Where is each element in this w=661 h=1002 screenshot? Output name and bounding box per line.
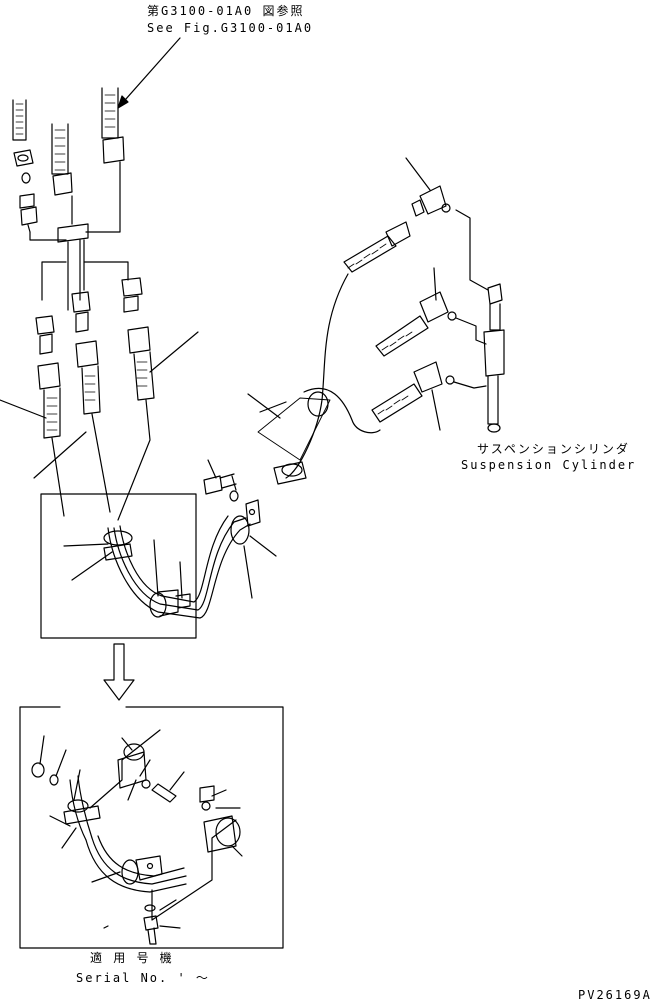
upper-hose-left [12,99,27,141]
serial-number-label-japanese: 適 用 号 機 [90,951,174,965]
washer-icon [144,904,156,912]
washer-icon [201,801,211,811]
hose-clamp-icon [103,530,133,546]
nut-icon [199,785,215,803]
reference-arrow [117,37,181,109]
lower-hoses [37,326,155,439]
clamp-block-icon [215,817,241,847]
reference-note-japanese: 第G3100-01A0 図参照 [147,4,305,18]
suspension-hose-upper [343,221,411,273]
bolt-icon [143,915,159,945]
drawing-number: PV26169A [578,988,652,1002]
suspension-cylinder [453,209,505,433]
lower-detail-assembly [31,729,243,945]
hose-clamp-icon [307,391,329,417]
suspension-hose-bundle [247,273,381,485]
washer-icon [229,475,239,502]
nut-icon [31,762,45,778]
bolt-icon [151,783,177,803]
tee-block [57,223,89,311]
suspension-hose-lower [371,361,455,431]
reference-note-english: See Fig.G3100-01A0 [147,21,314,35]
washer-icon [141,779,151,789]
upper-hose-middle [51,123,73,196]
hose-clamp-icon [67,799,89,813]
lower-adapter-fittings [35,277,143,355]
clamp-block-icon [123,743,145,761]
lower-detail-frame [19,706,284,949]
nut-icon [13,149,34,167]
detail-down-arrow [103,643,135,701]
leader-lines-left [0,331,199,521]
washer-icon [49,774,59,786]
suspension-hose-middle [375,267,457,357]
serial-number-label-english: Serial No. ' ～ [76,971,210,985]
branch-lines [29,161,129,301]
suspension-cylinder-label-english: Suspension Cylinder [461,458,637,472]
adapter-fitting-left [19,193,38,233]
o-ring-icon [21,172,31,184]
bracket-clamp-icon [230,499,277,599]
detail-frame [40,493,197,639]
suspension-cylinder-label-japanese: サスペンションシリンダ [477,442,630,456]
bolt-icon [203,459,237,495]
clamped-hose-bundle [63,515,251,619]
elbow-fitting-upper [405,157,451,217]
upper-hose-right [101,87,125,164]
